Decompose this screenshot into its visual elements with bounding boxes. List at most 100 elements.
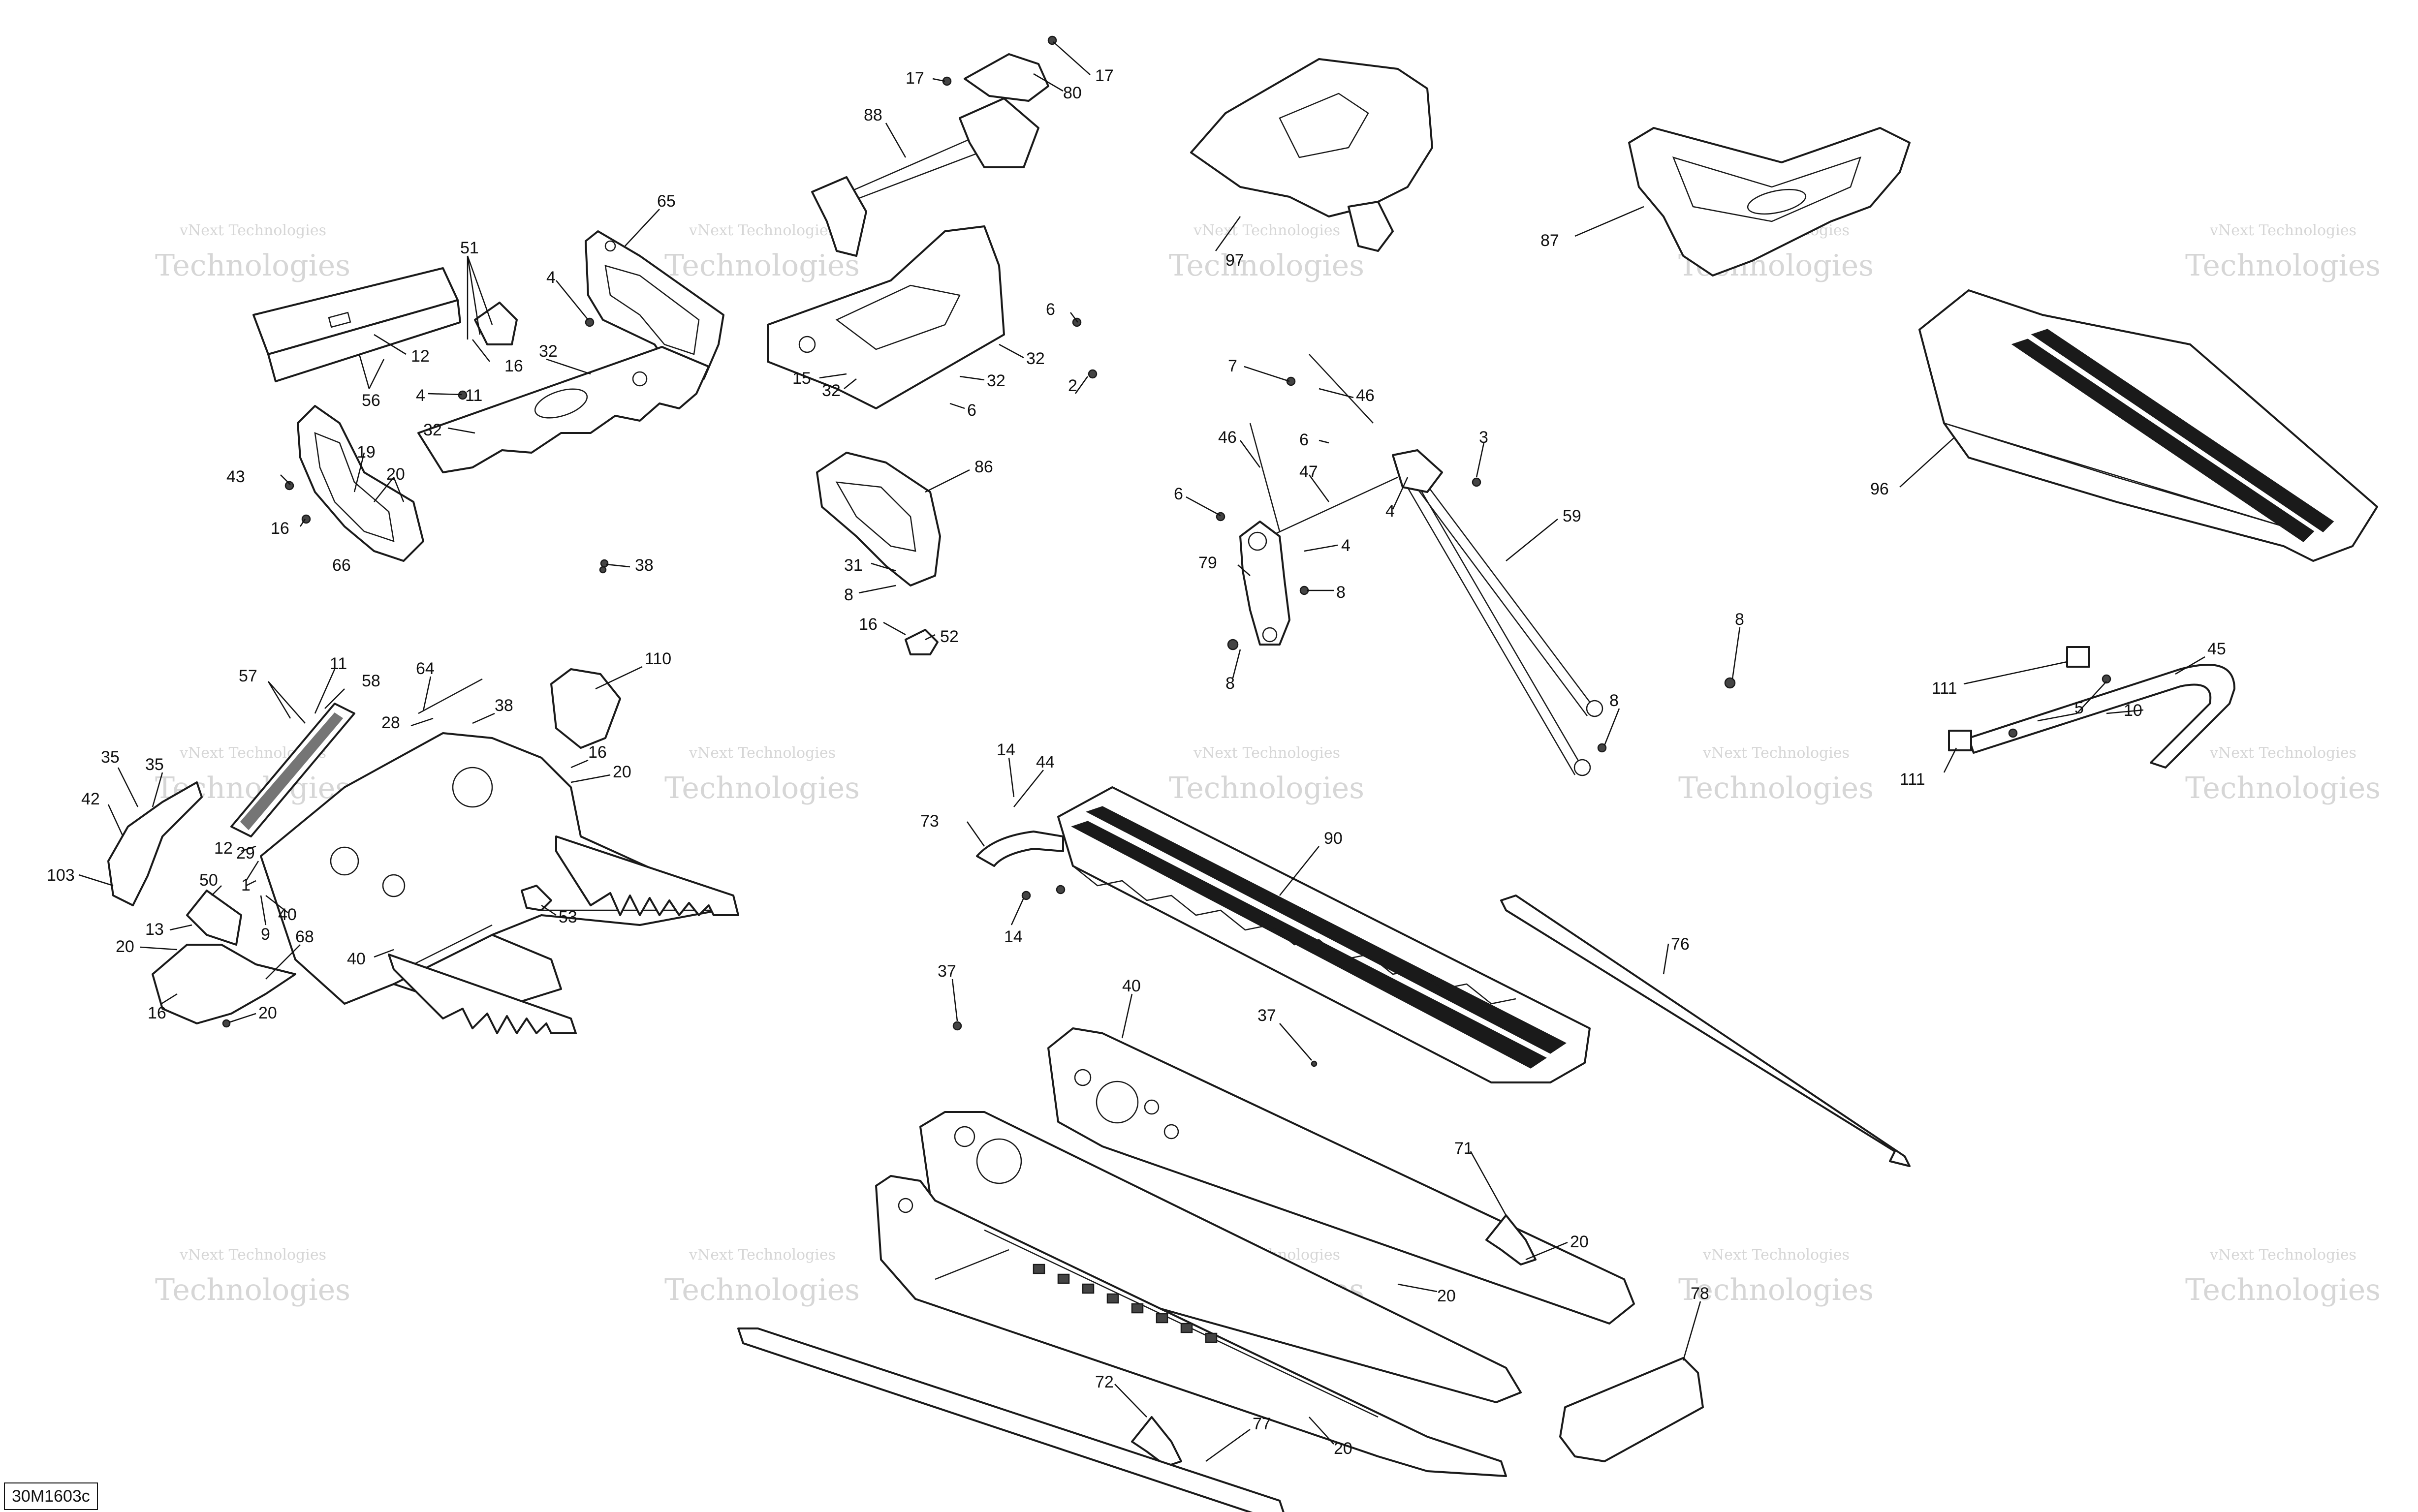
callout-14: 14: [1004, 927, 1023, 946]
watermark-text: vNext Technologies: [1702, 744, 1850, 762]
callout-16: 16: [271, 519, 289, 538]
watermark-text: Technologies: [664, 771, 860, 805]
callout-6: 6: [1299, 431, 1309, 449]
callout-16: 16: [148, 1004, 166, 1022]
watermark-text: Technologies: [664, 248, 860, 283]
callout-46: 46: [1218, 428, 1237, 447]
watermark-text: Technologies: [2185, 1273, 2381, 1307]
callout-64: 64: [416, 659, 435, 678]
callout-32: 32: [987, 371, 1005, 390]
part-80-bracket: [964, 53, 1049, 102]
callout-52: 52: [940, 627, 959, 646]
callout-20: 20: [1570, 1233, 1589, 1251]
part-59-a-arm: [1392, 449, 1603, 776]
watermark-text: vNext Technologies: [1193, 744, 1340, 762]
screw-icon: [600, 559, 609, 568]
callout-32: 32: [423, 421, 442, 439]
callout-4: 4: [416, 386, 425, 405]
callout-6: 6: [1046, 300, 1055, 319]
callout-8: 8: [1735, 610, 1744, 629]
part-68-plate: [152, 944, 296, 1024]
watermark-text: Technologies: [2185, 248, 2381, 283]
watermark-text: vNext Technologies: [689, 222, 836, 239]
callout-4: 4: [1341, 536, 1350, 555]
callout-90: 90: [1324, 829, 1343, 848]
watermark-layer: vNext Technologies Technologies vNext Te…: [155, 222, 2381, 1307]
callout-40: 40: [1122, 977, 1141, 995]
watermark-text: vNext Technologies: [1702, 1246, 1850, 1264]
part-87-front-frame: [1628, 127, 1911, 277]
screw-icon: [2008, 728, 2018, 738]
callout-17: 17: [1095, 66, 1114, 85]
callout-80: 80: [1063, 84, 1082, 102]
callout-44: 44: [1036, 753, 1055, 771]
callout-13: 13: [145, 920, 164, 939]
callout-12: 12: [411, 347, 430, 366]
callout-8: 8: [1609, 691, 1619, 710]
watermark-text: Technologies: [1678, 771, 1874, 805]
part-90-tunnel-cooler: [1057, 786, 1591, 1083]
nut-icon: [1227, 639, 1239, 650]
callout-59: 59: [1563, 507, 1581, 525]
watermark-text: vNext Technologies: [2209, 222, 2356, 239]
screw-icon: [2102, 674, 2111, 684]
part-40-rail: [555, 835, 739, 916]
callout-5: 5: [2074, 699, 2084, 717]
callout-71: 71: [1454, 1139, 1473, 1158]
callout-68: 68: [295, 927, 314, 946]
parts-layer: [107, 53, 2378, 1512]
callout-15: 15: [792, 369, 811, 388]
callout-8: 8: [1225, 674, 1235, 693]
callout-86: 86: [974, 458, 993, 476]
callout-8: 8: [1336, 583, 1346, 602]
callout-43: 43: [226, 467, 245, 486]
callout-3: 3: [1479, 428, 1488, 447]
part-50-plate: [186, 890, 242, 946]
callout-51: 51: [460, 239, 479, 257]
screw-icon: [1072, 317, 1082, 327]
screw-icon: [1021, 891, 1031, 900]
callout-50: 50: [199, 871, 218, 890]
watermark-text: Technologies: [155, 248, 350, 283]
callout-29: 29: [236, 844, 255, 863]
callout-38: 38: [495, 696, 513, 715]
part-47-rod: [1269, 476, 1398, 537]
part-77-slide-rail: [737, 1327, 1285, 1512]
callout-1: 1: [241, 876, 251, 895]
part-73-handle: [976, 831, 1064, 867]
callout-47: 47: [1299, 463, 1318, 481]
part-66-bulkhead: [297, 405, 424, 562]
part-72-gusset: [1131, 1416, 1182, 1467]
callout-37: 37: [938, 962, 956, 981]
callout-38: 38: [635, 556, 654, 575]
watermark-text: Technologies: [155, 1273, 350, 1307]
callout-40: 40: [347, 950, 366, 968]
callout-32: 32: [1026, 349, 1045, 368]
part-46-rod: [1249, 423, 1281, 532]
callout-20: 20: [258, 1004, 277, 1022]
watermark-text: Technologies: [664, 1273, 860, 1307]
tunnel-side-right: [919, 1111, 1522, 1403]
part-103-bracket: [107, 781, 203, 906]
callout-20: 20: [116, 937, 134, 956]
callout-79: 79: [1198, 554, 1217, 572]
callout-17: 17: [906, 69, 924, 88]
callout-20: 20: [1334, 1439, 1352, 1458]
callout-111: 111: [1900, 770, 1925, 789]
callout-11: 11: [330, 654, 347, 673]
part-32-plate: [417, 346, 710, 473]
callout-37: 37: [1257, 1006, 1276, 1025]
callout-14: 14: [997, 741, 1015, 759]
diagram-code-label: 30M1603c: [4, 1482, 98, 1510]
screw-icon: [1088, 369, 1098, 379]
part-86-bracket-assembly: [816, 452, 941, 586]
callout-2: 2: [1068, 376, 1077, 395]
screw-icon: [1311, 1060, 1318, 1067]
tunnel-side-left: [875, 1175, 1507, 1477]
watermark-text: vNext Technologies: [2209, 744, 2356, 762]
leader-lines: [78, 41, 2205, 1462]
part-79-arm: [1239, 521, 1290, 646]
callout-8: 8: [844, 586, 853, 604]
callout-46: 46: [1356, 386, 1375, 405]
part-53-clip: [521, 885, 552, 911]
